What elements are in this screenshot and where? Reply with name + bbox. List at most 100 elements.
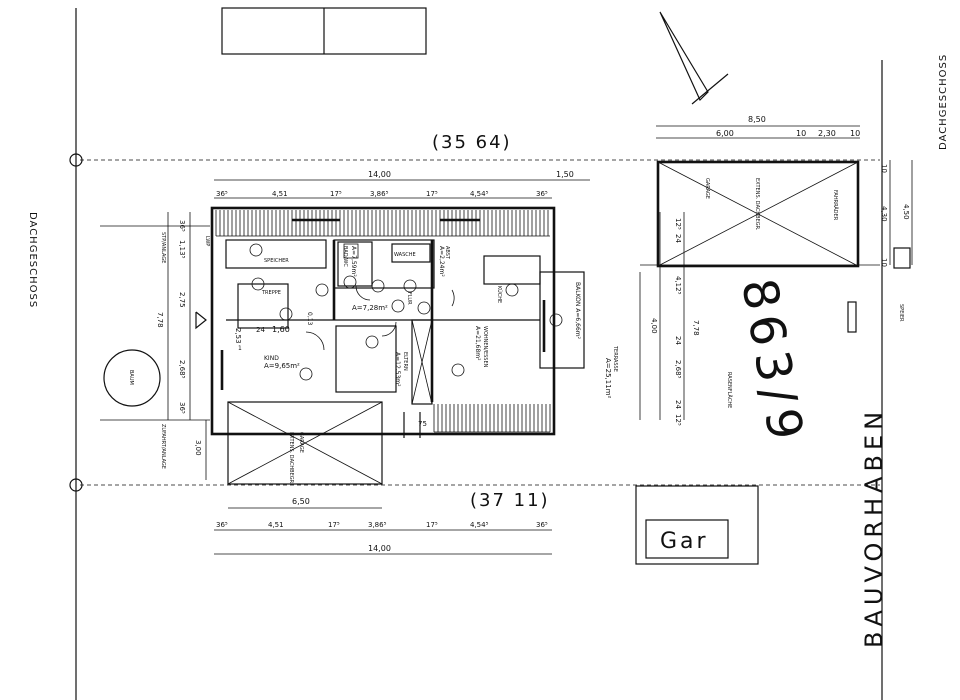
garage: GARAGE EXTENS. DACHBEGR. FAHRRÄDER	[656, 160, 860, 268]
dim-013: 0,13	[306, 312, 313, 326]
svg-text:Gar: Gar	[660, 529, 709, 554]
room-garage-bottom: GARAGE	[298, 432, 304, 453]
svg-text:3,86⁵: 3,86⁵	[370, 190, 389, 198]
svg-text:2,68⁵: 2,68⁵	[674, 360, 682, 379]
room-markers	[249, 243, 563, 381]
svg-text:14,00: 14,00	[368, 544, 391, 553]
dimension-chain-left: 36⁵ 1,13⁵ 2,75 7,78 2,68⁵ 36⁵ 3,00	[156, 212, 207, 480]
svg-text:BAUM: BAUM	[128, 370, 134, 385]
svg-text:17⁵: 17⁵	[426, 190, 438, 198]
svg-text:17⁵: 17⁵	[426, 521, 438, 529]
svg-text:10: 10	[880, 258, 888, 267]
side-label-left: DACHGESCHOSS	[27, 212, 38, 308]
garage-sketch: Gar	[635, 485, 759, 565]
boundary-marker-bottom	[69, 478, 83, 492]
parcel-number: 863/9	[730, 274, 814, 449]
svg-text:2,68⁵: 2,68⁵	[178, 360, 186, 379]
neighbour-building	[221, 7, 427, 55]
svg-text:8,50: 8,50	[748, 115, 766, 124]
svg-text:4,50: 4,50	[902, 204, 910, 220]
parcel-top-label: (35 64)	[432, 132, 512, 153]
speier-label: SPEIER	[898, 304, 904, 322]
dimension-chain-garage: 8,50 6,00 10 2,30 10	[656, 115, 860, 139]
dimension-chain-far-right: 4,50 4,30 10 10	[880, 160, 913, 267]
room-kind: KIND	[264, 355, 279, 362]
svg-text:4,30: 4,30	[880, 206, 888, 222]
room-labels: SPEICHER TREPPE KIND A=9,65m² BAD/WC A=7…	[204, 236, 581, 485]
svg-text:6,50: 6,50	[292, 497, 310, 506]
boundary-marker-top	[69, 153, 83, 167]
tree: BAUM	[103, 349, 161, 407]
dimension-chain-bottom: 6,50 36⁵ 4,51 17⁵ 3,86⁵ 17⁵ 4,54⁵ 36⁵ 14…	[214, 497, 552, 555]
svg-text:10: 10	[796, 129, 806, 138]
speier-box	[893, 247, 911, 269]
room-eltern: ELTERN	[402, 352, 408, 371]
dimension-chain-top: 14,00 1,50 36⁵ 4,51 17⁵ 3,86⁵ 17⁵ 4,54⁵ …	[214, 170, 590, 199]
dim-253: 2,53	[234, 328, 242, 344]
svg-text:10: 10	[850, 129, 860, 138]
svg-text:36⁵: 36⁵	[178, 220, 186, 232]
room-bad-area: A=7,59m²	[350, 246, 357, 277]
dimension-chain-right: 12⁵ 24 4,12⁵ 4,00 7,78 24 2,68⁵ 24 12⁵	[639, 212, 700, 426]
site-boundary	[69, 8, 883, 700]
svg-text:4,12⁵: 4,12⁵	[674, 276, 682, 295]
north-arrow-icon	[659, 11, 729, 105]
svg-text:4,51: 4,51	[272, 190, 288, 198]
svg-text:36⁵: 36⁵	[536, 521, 548, 529]
stair-dim: 1,60	[272, 325, 290, 334]
lwp-label: LWP	[204, 236, 210, 246]
svg-text:24: 24	[674, 234, 682, 243]
svg-text:7,78: 7,78	[156, 312, 164, 328]
svg-text:A=25,11m²: A=25,11m²	[604, 358, 612, 399]
svg-text:4,51: 4,51	[268, 521, 284, 529]
terrasse: TERRASSE A=25,11m² RASENFLÄCHE	[604, 345, 733, 408]
stellplatz-label: STP/ANLAGE	[160, 232, 166, 263]
svg-text:RASENFLÄCHE: RASENFLÄCHE	[726, 372, 733, 408]
entry-arrow-icon	[195, 311, 207, 330]
speier-marker	[847, 301, 857, 333]
svg-text:1,50: 1,50	[556, 170, 574, 179]
interior-walls	[220, 218, 585, 485]
parcel-bottom-label: (37 11)	[470, 490, 550, 511]
svg-text:7,78: 7,78	[692, 320, 700, 336]
room-kind-area: A=9,65m²	[264, 362, 300, 370]
room-abst-area: A=2,24m²	[438, 246, 445, 277]
room-kuche: KÜCHE	[496, 286, 503, 303]
room-wohnen-area: A=21,68m²	[474, 326, 481, 361]
dim-75: 75	[418, 420, 427, 428]
svg-text:17⁵: 17⁵	[330, 190, 342, 198]
svg-text:FAHRRÄDER: FAHRRÄDER	[832, 190, 839, 221]
shower-icon	[343, 243, 359, 259]
room-bad: BAD/WC	[342, 246, 348, 267]
svg-text:1,13⁵: 1,13⁵	[178, 240, 186, 259]
svg-text:24: 24	[674, 400, 682, 409]
svg-text:17⁵: 17⁵	[328, 521, 340, 529]
side-label-right: DACHGESCHOSS	[938, 54, 949, 150]
room-flur-area: A=7,28m²	[352, 304, 388, 312]
svg-text:36⁵: 36⁵	[216, 521, 228, 529]
svg-text:14,00: 14,00	[368, 170, 391, 179]
svg-text:4,54⁵: 4,54⁵	[470, 521, 489, 529]
room-abst: ABST	[444, 246, 450, 260]
svg-text:10: 10	[880, 164, 888, 173]
zufahrt-label: ZUFAHRT/ANLAGE	[160, 424, 166, 469]
room-wohnen: WOHNEN/ESSEN	[482, 326, 488, 368]
svg-text:4,00: 4,00	[650, 318, 658, 334]
svg-text:2,75: 2,75	[178, 292, 186, 308]
room-balkon: BALKON A=6,66m²	[574, 282, 581, 340]
room-garage-dach: EXTENS. DACHBEGR.	[288, 432, 294, 485]
svg-text:4,54⁵: 4,54⁵	[470, 190, 489, 198]
svg-text:3,86⁵: 3,86⁵	[368, 521, 387, 529]
svg-text:3,00: 3,00	[194, 440, 202, 456]
svg-text:TERRASSE: TERRASSE	[612, 345, 618, 372]
room-eltern-area: A=12,53m²	[394, 352, 401, 387]
room-treppe: TREPPE	[261, 290, 281, 296]
svg-text:GARAGE: GARAGE	[704, 178, 710, 199]
project-title: BAUVORHABEN	[860, 407, 888, 648]
dim-1: 1	[238, 345, 242, 352]
svg-text:6,00: 6,00	[716, 129, 734, 138]
door-swings	[305, 285, 455, 351]
svg-text:EXTENS. DACHBEGR.: EXTENS. DACHBEGR.	[754, 178, 760, 231]
svg-text:12⁵: 12⁵	[674, 218, 682, 230]
